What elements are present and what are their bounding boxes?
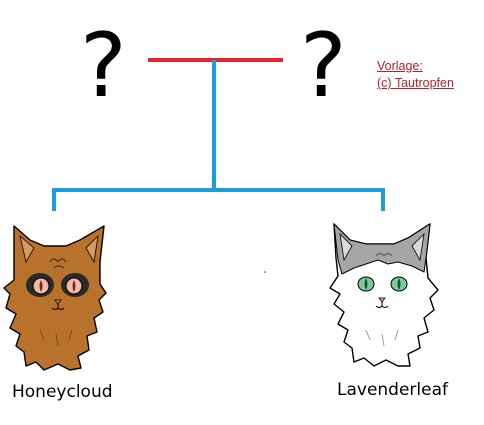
template-credit-author: (c) Tautropfen xyxy=(377,76,454,90)
lavenderleaf-ear-left xyxy=(339,232,353,262)
lavenderleaf-mouth xyxy=(375,302,389,308)
template-credit-label: Vorlage: xyxy=(377,59,423,73)
lavenderleaf-ruff xyxy=(365,329,399,347)
lavenderleaf-ear-right xyxy=(411,232,425,262)
honeycloud-ear-left xyxy=(19,234,35,264)
child-name-honeycloud: Honeycloud xyxy=(12,382,113,402)
lavenderleaf-pupil-right xyxy=(397,278,401,290)
child-name-lavenderleaf: Lavenderleaf xyxy=(337,380,449,400)
unknown-parent-left: ? xyxy=(80,14,127,117)
honeycloud-pupil-right xyxy=(72,280,76,292)
honeycloud-portrait xyxy=(3,225,107,371)
honeycloud-head xyxy=(3,225,107,371)
lavenderleaf-nose xyxy=(378,297,386,303)
lavenderleaf-forehead-marks xyxy=(375,253,393,257)
lavenderleaf-pupil-left xyxy=(364,278,368,290)
honeycloud-mouth xyxy=(51,304,65,310)
unknown-parent-right: ? xyxy=(300,14,347,117)
stray-dot xyxy=(264,271,266,273)
honeycloud-ruff xyxy=(39,329,73,347)
honeycloud-pupil-left xyxy=(39,280,43,292)
lavenderleaf-portrait xyxy=(329,222,439,367)
honeycloud-ear-right xyxy=(85,234,99,264)
lavenderleaf-grey-cap xyxy=(333,222,431,275)
honeycloud-nose xyxy=(54,299,62,305)
honeycloud-forehead-marks xyxy=(49,258,67,269)
